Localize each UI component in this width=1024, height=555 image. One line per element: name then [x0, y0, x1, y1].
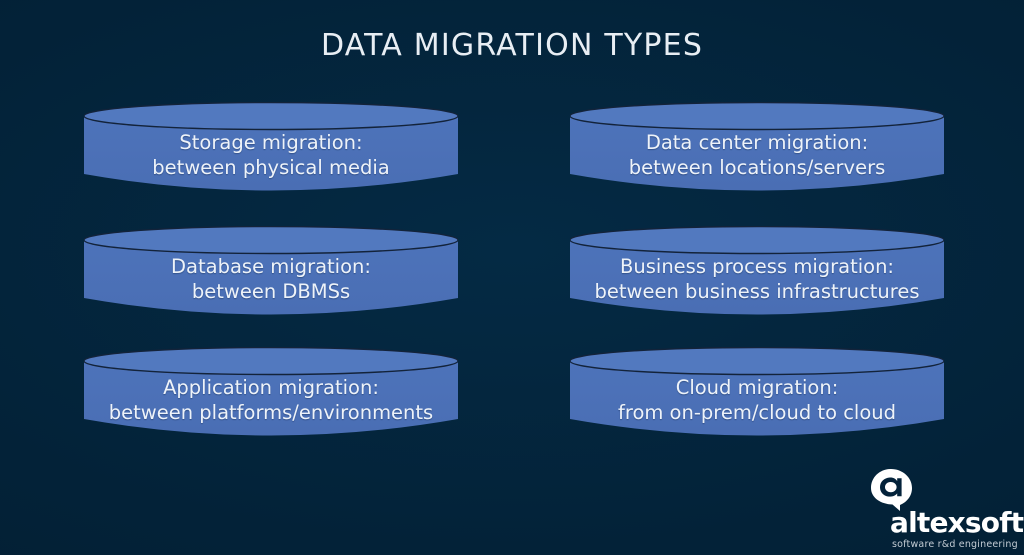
cylinder-database-migration[interactable]: Database migration: between DBMSs — [84, 226, 458, 321]
cylinder-shape-icon — [84, 347, 458, 436]
cylinder-business-process-migration[interactable]: Business process migration: between busi… — [570, 226, 944, 321]
cylinder-shape-icon — [570, 102, 944, 191]
altexsoft-speech-bubble-a-icon — [871, 469, 912, 511]
brand-logo: altexsoft software r&d engineering — [862, 468, 1024, 550]
cylinder-shape-icon — [570, 226, 944, 315]
cylinder-shape-icon — [570, 347, 944, 436]
page-title: DATA MIGRATION TYPES — [320, 28, 704, 63]
cylinder-shape-icon — [84, 226, 458, 315]
cylinder-application-migration[interactable]: Application migration: between platforms… — [84, 347, 458, 442]
logo-tagline: software r&d engineering — [892, 539, 1018, 550]
cylinder-shape-icon — [84, 102, 458, 191]
cylinder-storage-migration[interactable]: Storage migration: between physical medi… — [84, 102, 458, 197]
cylinder-data-center-migration[interactable]: Data center migration: between locations… — [570, 102, 944, 197]
logo-wordmark: altexsoft — [890, 506, 1024, 539]
cylinder-grid: Storage migration: between physical medi… — [0, 100, 1024, 455]
cylinder-cloud-migration[interactable]: Cloud migration: from on-prem/cloud to c… — [570, 347, 944, 442]
